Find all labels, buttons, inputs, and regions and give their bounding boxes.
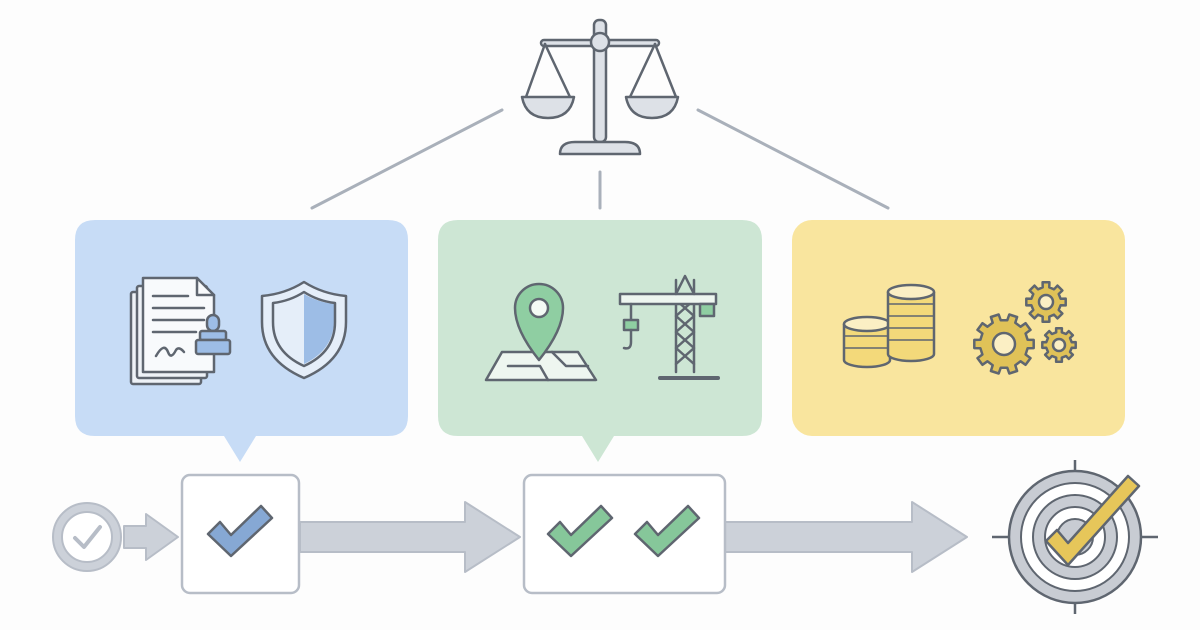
- gear-1: [973, 313, 1035, 375]
- panel-site: [438, 220, 762, 462]
- panel-finance: [792, 220, 1125, 436]
- construction-crane-icon: [618, 274, 720, 380]
- panel-site-bubble: [438, 220, 762, 462]
- target-check-icon: [992, 460, 1158, 614]
- gear-2: [1025, 281, 1067, 323]
- step-one-box: [180, 473, 301, 595]
- gear-3: [1041, 327, 1077, 363]
- balance-scale-icon: [520, 18, 680, 156]
- signed-documents-stamp-icon: [129, 276, 232, 386]
- coin-stacks-icon: [842, 283, 936, 369]
- gears-icon: [973, 281, 1077, 375]
- shield-icon: [260, 280, 348, 380]
- flow-arrow-end: [724, 501, 968, 573]
- connector-left: [310, 108, 504, 210]
- flow-arrow-start: [123, 513, 179, 561]
- map-pin-icon: [484, 282, 598, 382]
- connector-right: [696, 108, 890, 210]
- panel-finance-bubble: [792, 220, 1125, 436]
- step-two-checkmark-2: [633, 504, 701, 558]
- hub-connectors: [310, 108, 890, 210]
- panel-legal: [75, 220, 408, 462]
- step-two-box: [522, 473, 727, 595]
- step-two-checkmark-1: [546, 504, 614, 558]
- flow-arrow-middle: [299, 501, 521, 573]
- flow-arrows: [123, 501, 968, 573]
- check-circle-icon: [52, 502, 122, 572]
- goal-checkmark: [1044, 474, 1141, 567]
- panel-legal-bubble: [75, 220, 408, 462]
- step-one-checkmark: [206, 504, 274, 558]
